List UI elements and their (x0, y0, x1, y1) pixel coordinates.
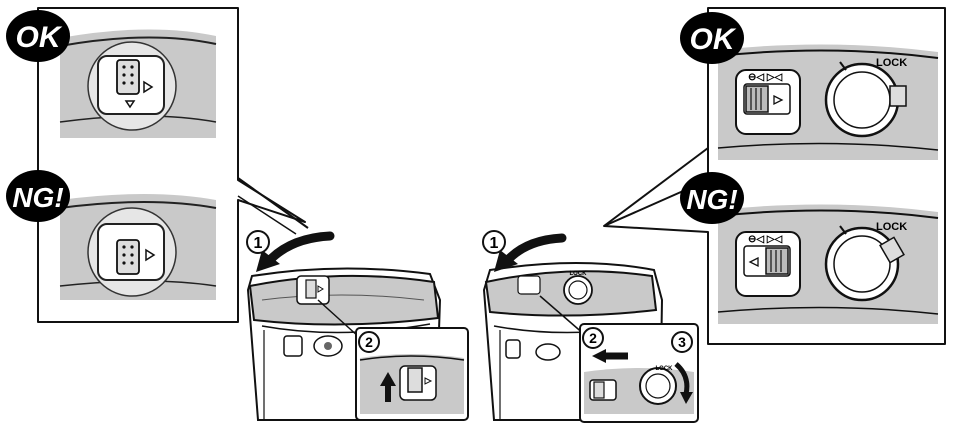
right-ng-closeup: ⊖◁ ▷◁ LOCK (718, 204, 938, 324)
step-marker-1-left: 1 (247, 231, 269, 253)
svg-text:⊖◁ ▷◁: ⊖◁ ▷◁ (748, 234, 783, 245)
step-marker-1-right: 1 (483, 231, 505, 253)
left-camera-illustration: 1 2 (247, 231, 468, 420)
left-ng-closeup (60, 194, 216, 300)
svg-text:NG!: NG! (686, 184, 737, 215)
ng-badge: NG! (680, 172, 744, 224)
lock-slider-icon (117, 240, 139, 274)
svg-text:LOCK: LOCK (570, 271, 588, 277)
ng-badge: NG! (6, 170, 70, 222)
svg-text:⊖◁ ▷◁: ⊖◁ ▷◁ (748, 72, 783, 83)
svg-text:2: 2 (589, 330, 597, 346)
svg-text:NG!: NG! (12, 182, 63, 213)
lock-slider-icon (117, 60, 139, 94)
right-ok-closeup: ⊖◁ ▷◁ LOCK (718, 44, 938, 160)
lock-slider-icon (746, 86, 768, 112)
svg-text:1: 1 (490, 235, 499, 252)
lock-slider-icon (766, 248, 788, 274)
left-step-2-inset: 2 (356, 328, 468, 420)
svg-text:3: 3 (678, 334, 686, 350)
svg-text:2: 2 (365, 334, 373, 350)
svg-text:1: 1 (254, 235, 263, 252)
right-step-2-3-inset: LOCK 2 3 (580, 324, 698, 422)
right-camera-illustration: LOCK 1 LOCK 2 (483, 231, 698, 422)
svg-text:LOCK: LOCK (876, 57, 907, 69)
svg-text:LOCK: LOCK (876, 221, 907, 233)
svg-text:OK: OK (690, 23, 737, 56)
ok-badge: OK (6, 10, 70, 62)
left-ok-closeup (60, 29, 216, 138)
svg-text:LOCK: LOCK (656, 366, 674, 372)
svg-text:OK: OK (16, 21, 63, 54)
ok-badge: OK (680, 12, 744, 64)
